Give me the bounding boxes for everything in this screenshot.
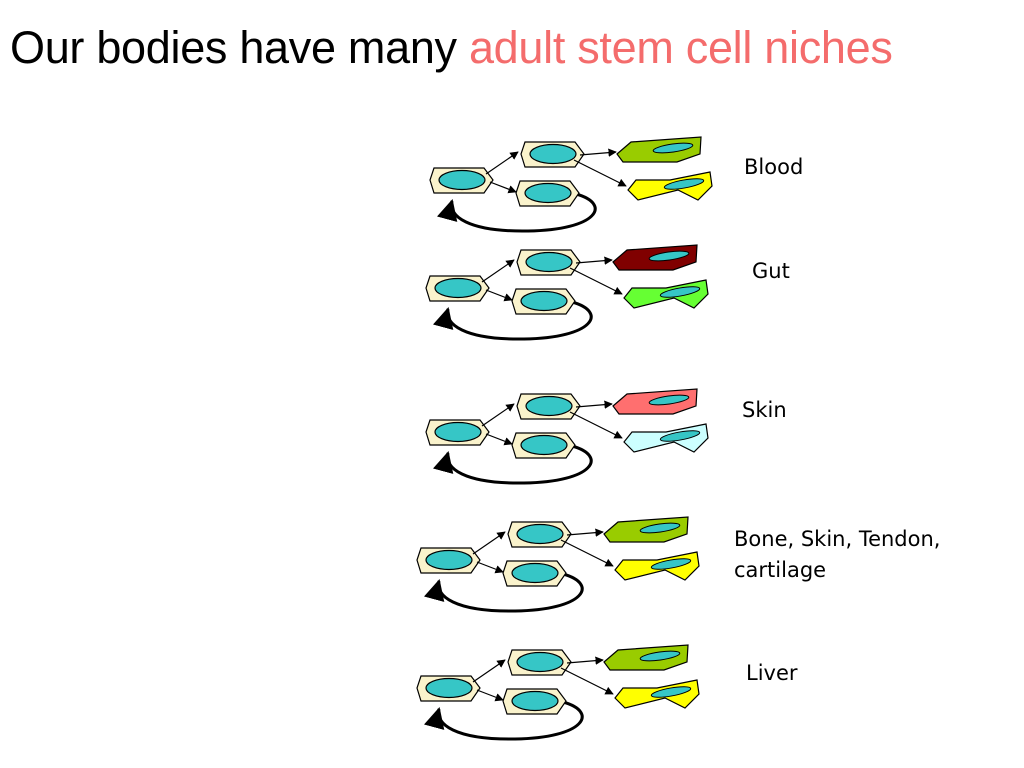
differentiated-cell-bottom-nucleus — [650, 686, 692, 698]
differentiation-arrow-bottom — [569, 411, 623, 439]
niche-label: Liver — [746, 661, 798, 685]
division-arrow-down — [485, 433, 513, 446]
stem-cell-daughter-top-nucleus — [525, 251, 573, 273]
niche-label: Skin — [742, 398, 787, 422]
differentiation-arrow-top — [575, 400, 613, 409]
differentiated-cell-top-nucleus — [648, 394, 690, 406]
stem-cell-daughter-bottom-nucleus — [520, 290, 568, 312]
slide-title: Our bodies have many adult stem cell nic… — [10, 22, 893, 74]
differentiated-cell-bottom-nucleus — [663, 178, 705, 190]
division-arrow-down — [489, 181, 517, 194]
division-arrow-up — [485, 151, 519, 175]
niche-group: Blood — [429, 136, 803, 233]
niche-group: Liver — [416, 644, 798, 741]
differentiation-arrow-top — [566, 656, 604, 665]
differentiation-arrow-bottom — [573, 159, 627, 187]
differentiated-cell-bottom-nucleus — [650, 558, 692, 570]
niche-label-line: cartilage — [734, 558, 826, 582]
niche-label-line: Bone, Skin, Tendon, — [734, 527, 940, 551]
differentiation-arrow-top — [566, 528, 604, 537]
slide-title-plain: Our bodies have many — [10, 22, 469, 73]
division-arrow-down — [476, 689, 504, 702]
division-arrow-up — [472, 531, 506, 555]
self-renewal-loop — [433, 444, 593, 485]
stem-cell-daughter-top-nucleus — [516, 651, 564, 673]
differentiated-cell-top-nucleus — [652, 142, 694, 154]
stem-cell-parent-nucleus — [434, 421, 482, 443]
stem-cell-daughter-bottom-nucleus — [511, 690, 559, 712]
niche-group: Skin — [425, 388, 787, 485]
differentiation-arrow-bottom — [569, 267, 623, 295]
self-renewal-loop — [424, 572, 584, 613]
niche-label: Gut — [752, 259, 790, 283]
differentiation-arrow-bottom — [560, 539, 614, 567]
stem-cell-daughter-top-nucleus — [529, 143, 577, 165]
niche-label-line: Liver — [746, 661, 798, 685]
differentiation-arrow-top — [575, 256, 613, 265]
niche-group: Gut — [425, 244, 790, 341]
slide-title-highlight: adult stem cell niches — [468, 22, 893, 73]
stem-cell-daughter-bottom-nucleus — [520, 434, 568, 456]
division-arrow-down — [485, 289, 513, 302]
differentiated-cell-bottom-nucleus — [659, 430, 701, 442]
niche-label-line: Blood — [744, 155, 803, 179]
differentiated-cell-top-nucleus — [648, 250, 690, 262]
differentiated-cell-bottom-nucleus — [659, 286, 701, 298]
differentiation-arrow-bottom — [560, 667, 614, 695]
niche-group: Bone, Skin, Tendon, cartilage — [416, 516, 940, 613]
stem-cell-parent-nucleus — [425, 549, 473, 571]
differentiated-cell-top-nucleus — [639, 522, 681, 534]
niche-label: Bone, Skin, Tendon, cartilage — [734, 527, 940, 582]
stem-cell-daughter-top-nucleus — [516, 523, 564, 545]
division-arrow-up — [481, 403, 515, 427]
division-arrow-up — [472, 659, 506, 683]
stem-cell-daughter-top-nucleus — [525, 395, 573, 417]
division-arrow-up — [481, 259, 515, 283]
stem-cell-parent-nucleus — [434, 277, 482, 299]
niche-label-line: Skin — [742, 398, 787, 422]
niche-label-line: Gut — [752, 259, 790, 283]
differentiation-arrow-top — [579, 148, 617, 157]
stem-cell-daughter-bottom-nucleus — [524, 182, 572, 204]
stem-cell-daughter-bottom-nucleus — [511, 562, 559, 584]
division-arrow-down — [476, 561, 504, 574]
stem-cell-parent-nucleus — [438, 169, 486, 191]
self-renewal-loop — [424, 700, 584, 741]
self-renewal-loop — [433, 300, 593, 341]
self-renewal-loop — [437, 192, 597, 233]
niche-label: Blood — [744, 155, 803, 179]
stem-cell-parent-nucleus — [425, 677, 473, 699]
differentiated-cell-top-nucleus — [639, 650, 681, 662]
